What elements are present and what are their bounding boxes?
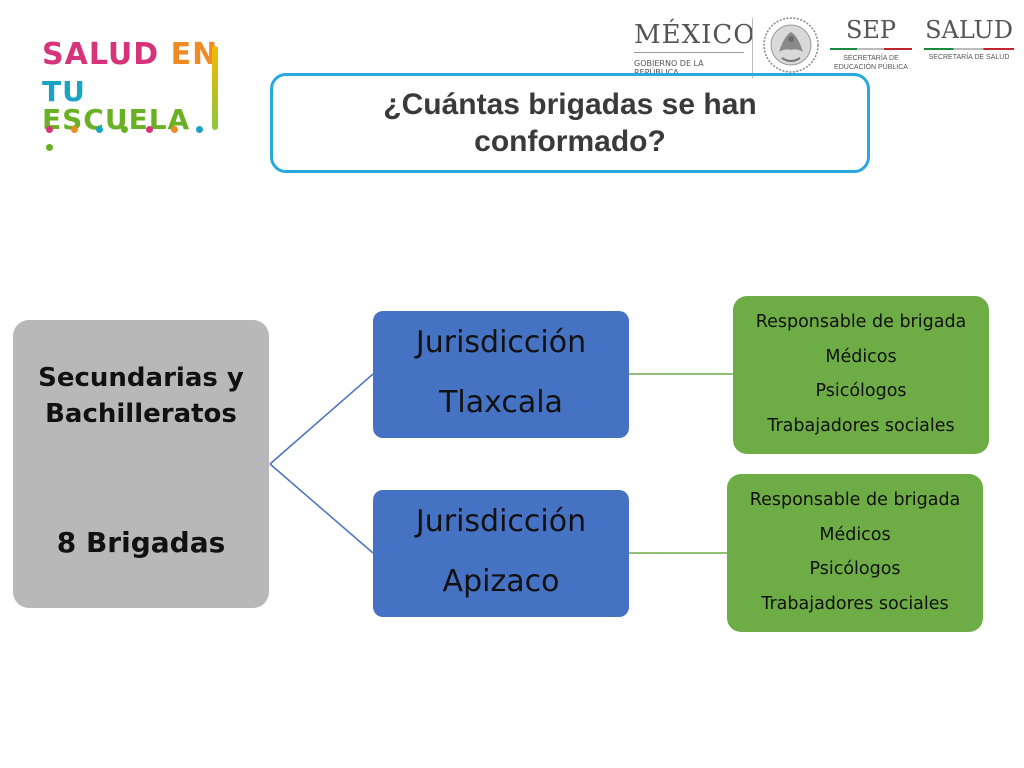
logo-word-escuela: ESCUELA: [42, 103, 191, 136]
jurisdiction-name: Tlaxcala: [439, 385, 563, 420]
logo-dots: [46, 120, 228, 156]
jurisdiction-label: Jurisdicción: [415, 504, 587, 539]
root-title-line-2: Bachilleratos: [45, 399, 237, 430]
logo-dot: [96, 126, 103, 133]
connector-root-to-tlaxcala: [269, 373, 374, 465]
sep-subtitle-1: SECRETARÍA DE: [843, 55, 899, 62]
mexico-wordmark: MÉXICO: [634, 20, 756, 50]
root-brigade-count: 8 Brigadas: [56, 526, 226, 559]
brigade-members-tlaxcala: Responsable de brigada Médicos Psicólogo…: [733, 296, 989, 454]
government-header: MÉXICO GOBIERNO DE LA REPÚBLICA SEP SECR…: [634, 14, 1014, 86]
salud-en-tu-escuela-logo: SALUD EN TU ESCUELA: [38, 36, 228, 151]
list-item: Responsable de brigada: [755, 312, 967, 332]
jurisdiction-name: Apizaco: [442, 564, 560, 599]
jurisdiction-node-tlaxcala: Jurisdicción Tlaxcala: [373, 311, 629, 438]
page-title: ¿Cuántas brigadas se han conformado?: [383, 87, 757, 159]
logo-accent-bar: [212, 46, 218, 130]
logo-dot: [146, 126, 153, 133]
list-item: Médicos: [825, 346, 897, 367]
root-node-title: Secundarias y Bachilleratos: [13, 360, 269, 433]
mexico-rule: [634, 52, 744, 53]
logo-word-tu: TU: [42, 75, 86, 108]
sep-subtitle-2: EDUCACIÓN PÚBLICA: [834, 64, 908, 72]
logo-dot: [46, 144, 53, 151]
logo-word-en: EN: [170, 37, 219, 72]
header-divider: [752, 18, 753, 78]
logo-dot: [196, 126, 203, 133]
sep-logo: SEP SECRETARÍA DE EDUCACIÓN PÚBLICA: [830, 18, 912, 72]
logo-dot: [71, 126, 78, 133]
list-item: Trabajadores sociales: [767, 415, 955, 436]
salud-rule: [924, 48, 1014, 50]
jurisdiction-node-apizaco: Jurisdicción Apizaco: [373, 490, 629, 617]
sep-rule: [830, 48, 912, 50]
list-item: Responsable de brigada: [749, 490, 961, 510]
mexico-logo: MÉXICO GOBIERNO DE LA REPÚBLICA: [634, 20, 756, 77]
mexico-subtitle: GOBIERNO DE LA REPÚBLICA: [634, 59, 704, 77]
title-box: ¿Cuántas brigadas se han conformado?: [270, 73, 870, 173]
root-title-line-1: Secundarias y: [38, 363, 244, 393]
list-item: Trabajadores sociales: [761, 593, 949, 614]
secretaria-salud-logo: SALUD SECRETARÍA DE SALUD: [924, 18, 1014, 61]
logo-word-salud: SALUD: [42, 37, 160, 72]
logo-dot: [121, 126, 128, 133]
salud-subtitle: SECRETARÍA DE SALUD: [928, 54, 1010, 61]
list-item: Psicólogos: [815, 381, 907, 401]
logo-dot: [46, 126, 53, 133]
coat-of-arms-icon: [763, 17, 819, 73]
jurisdiction-label: Jurisdicción: [415, 325, 587, 360]
logo-line-1: SALUD EN: [42, 40, 218, 70]
list-item: Psicólogos: [809, 559, 901, 579]
sep-wordmark: SEP: [845, 16, 897, 44]
brigade-members-apizaco: Responsable de brigada Médicos Psicólogo…: [727, 474, 983, 632]
list-item: Médicos: [819, 524, 891, 545]
connector-root-to-apizaco: [269, 463, 374, 554]
logo-line-2: TU ESCUELA: [42, 78, 228, 134]
salud-wordmark: SALUD: [925, 16, 1013, 44]
root-node-schools: Secundarias y Bachilleratos 8 Brigadas: [13, 320, 269, 608]
logo-dot: [171, 126, 178, 133]
